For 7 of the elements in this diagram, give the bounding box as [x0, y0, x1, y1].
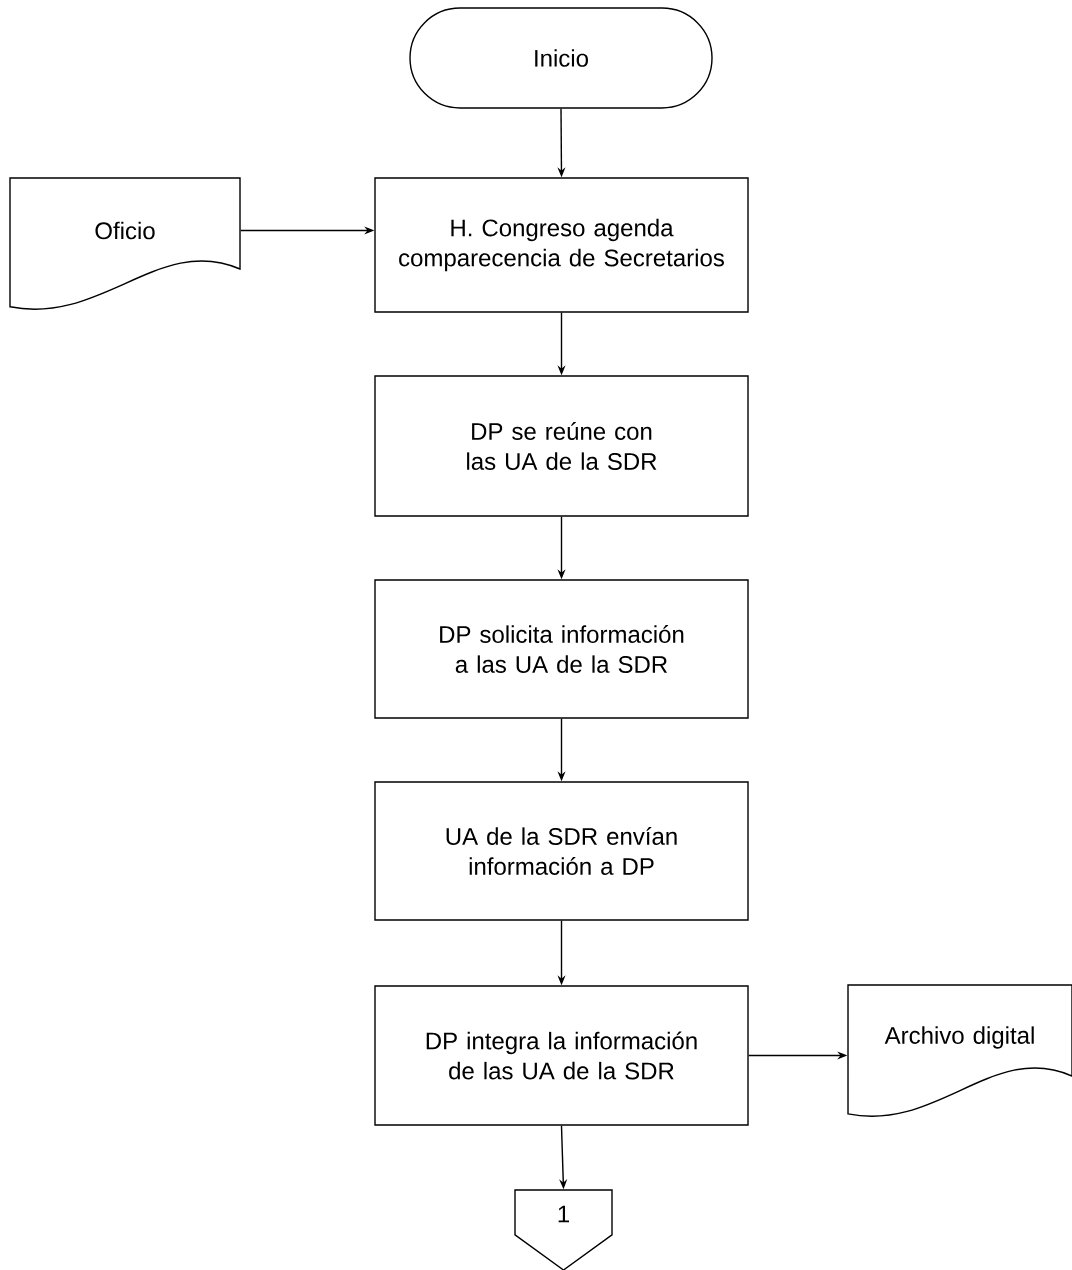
off-page-connector: 1: [514, 1189, 613, 1270]
start-terminator: Inicio: [409, 7, 713, 109]
process-box: DP se reúne con las UA de la SDR: [374, 375, 749, 517]
process-box: DP integra la información de las UA de la SDR: [374, 985, 749, 1126]
process-box: UA de la SDR envían información a DP: [374, 781, 749, 921]
process-box: H. Congreso agenda comparecencia de Secretarios: [374, 177, 749, 313]
process-box: DP solicita información a las UA de la SDR: [374, 579, 749, 719]
